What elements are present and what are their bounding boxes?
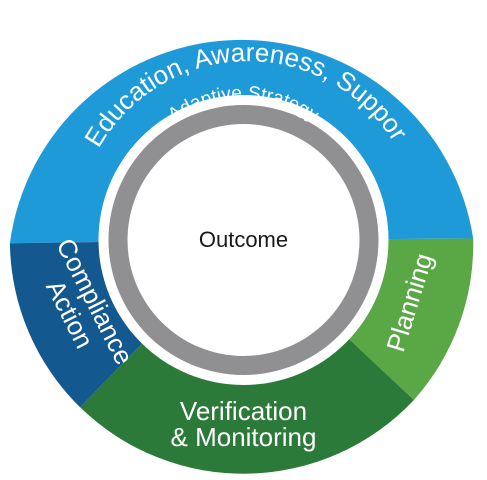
verification-label-line2: & Monitoring: [171, 422, 317, 452]
center-label: Outcome: [199, 227, 288, 252]
center-circle: [127, 124, 360, 356]
verification-label-line1: Verification: [180, 396, 307, 426]
